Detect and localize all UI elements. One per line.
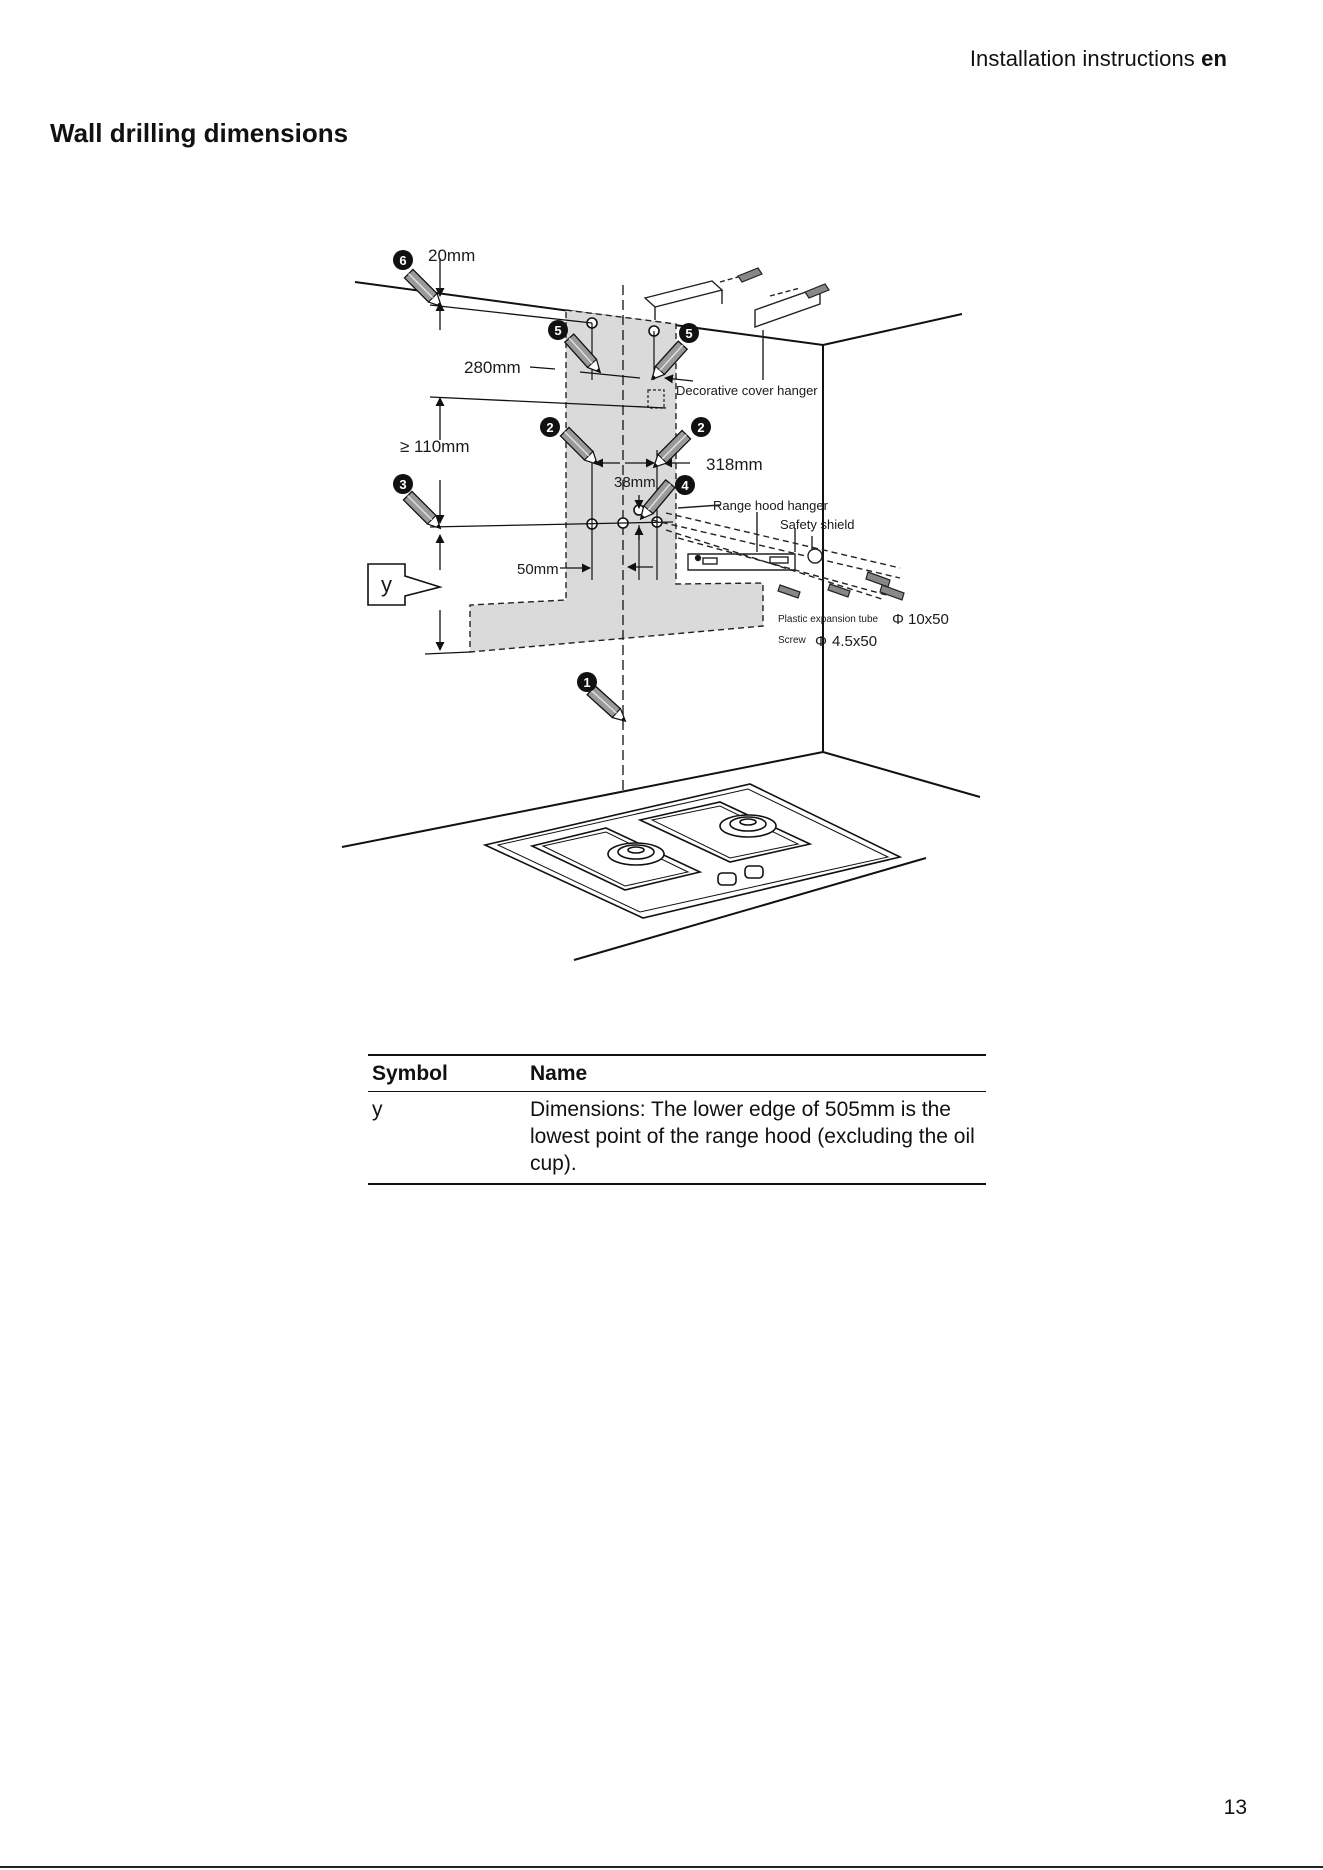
label-plastic-expansion-tube-size: 10x50 (908, 611, 949, 628)
step-number-3: 3 (399, 477, 406, 492)
dimension-lines (424, 258, 694, 655)
dimension-38mm: 38mm (614, 474, 656, 491)
label-screw: Screw (778, 635, 807, 646)
header-title: Installation instructions (969, 46, 1195, 71)
legend-header-symbol: Symbol (372, 1062, 448, 1085)
section-title: Wall drilling dimensions (50, 118, 349, 148)
y-symbol-label: y (381, 572, 392, 597)
hood-template (469, 309, 764, 653)
drill-marker-3 (393, 474, 446, 534)
header-language: en (1201, 46, 1227, 71)
expansion-plugs (777, 571, 905, 601)
room-outline (341, 281, 981, 961)
drill-marker-1 (577, 672, 631, 727)
legend-header-name: Name (530, 1062, 588, 1085)
range-hood-hanger-bracket (651, 504, 901, 601)
drill-marker-4 (635, 475, 695, 524)
footer-rule (0, 1866, 1323, 1868)
dimension-20mm: 20mm (428, 246, 475, 265)
page-header: Installation instructions en (970, 46, 1227, 72)
label-range-hood-hanger: Range hood hanger (713, 498, 829, 513)
drill-marker-5-right (646, 323, 699, 385)
label-screw-size: 4.5x50 (832, 633, 877, 650)
dimension-50mm: 50mm (517, 561, 559, 578)
drill-marker-6 (393, 250, 447, 312)
wall-drilling-diagram: 6 5 5 2 2 3 4 1 20mm 280mm ≥ 110mm 318mm… (341, 246, 981, 961)
dimension-280mm: 280mm (464, 358, 521, 377)
hob-illustration (482, 783, 903, 919)
step-number-2-left: 2 (546, 420, 553, 435)
legend-header-row: Symbol Name (368, 1055, 986, 1092)
safety-shield-icon (807, 548, 823, 564)
step-number-4: 4 (681, 478, 689, 493)
y-symbol-callout: y (367, 563, 443, 606)
step-number-2-right: 2 (697, 420, 704, 435)
dimension-110mm: ≥ 110mm (400, 437, 469, 456)
step-number-1: 1 (583, 675, 590, 690)
label-safety-shield: Safety shield (780, 517, 854, 532)
drill-marker-2-right (648, 417, 711, 473)
label-decorative-cover-hanger: Decorative cover hanger (676, 383, 818, 398)
table-row: y Dimensions: The lower edge of 505mm is… (368, 1092, 986, 1184)
drill-marker-2-left (540, 417, 603, 470)
legend-symbol-cell: y (372, 1098, 383, 1121)
step-number-5-left: 5 (554, 323, 561, 338)
page-number: 13 (1223, 1796, 1247, 1819)
symbol-legend-table: Symbol Name y Dimensions: The lower edge… (368, 1054, 986, 1185)
drill-marker-5-left (548, 320, 606, 378)
decorative-cover-hanger-bracket (643, 274, 821, 380)
label-diameter-symbol-2: Φ (815, 633, 827, 650)
step-number-6: 6 (399, 253, 406, 268)
ceiling-plugs (737, 267, 830, 299)
dimension-318mm: 318mm (706, 455, 763, 474)
legend-name-cell: Dimensions: The lower edge of 505mm is t… (530, 1098, 975, 1175)
label-diameter-symbol-1: Φ (892, 611, 904, 628)
label-plastic-expansion-tube: Plastic expansion tube (778, 614, 879, 625)
step-number-5-right: 5 (685, 326, 692, 341)
